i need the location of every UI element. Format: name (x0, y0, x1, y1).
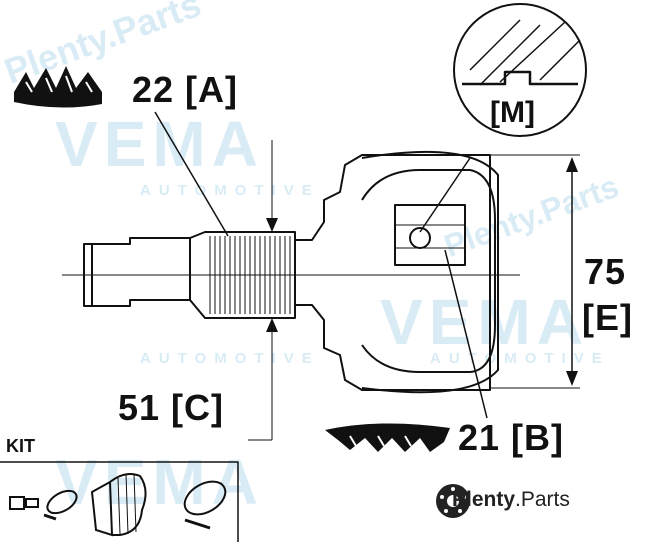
spline-a-icon (14, 66, 102, 108)
joint-cage (361, 169, 496, 373)
logo-dot: . (515, 488, 521, 511)
joint-neck (295, 154, 491, 391)
label-mark-m: [M] (490, 96, 535, 129)
plenty-parts-logo: Plenty.Parts (452, 489, 570, 510)
boot-icon (90, 473, 147, 537)
logo-suffix: Parts (520, 488, 570, 511)
kit-box (0, 461, 239, 542)
label-diameter-e-value: 75 (584, 251, 627, 292)
ring-clamp-icon (183, 480, 227, 516)
label-spline-b: 21 [B] (458, 417, 565, 458)
joint-housing (361, 150, 499, 394)
brake-disc-icon (436, 484, 470, 518)
detail-circle-m (453, 3, 587, 137)
clamp-icon (46, 489, 78, 515)
shaft-stub (83, 237, 191, 307)
label-length-c: 51 [C] (118, 387, 225, 428)
logo-name: Plenty (452, 488, 516, 511)
label-diameter-e-code: [E] (582, 297, 633, 338)
label-spline-a: 22 [A] (132, 69, 239, 110)
spline-b-icon (325, 423, 450, 452)
label-kit: KIT (6, 436, 35, 456)
bolt-icon (9, 496, 39, 510)
